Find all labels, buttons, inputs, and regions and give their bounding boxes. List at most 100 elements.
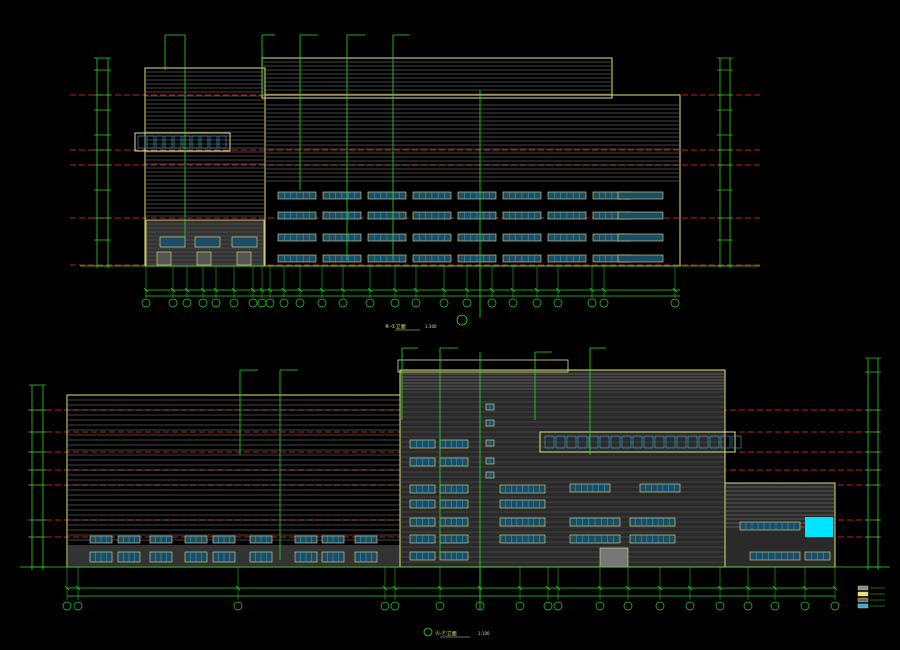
- axis-bubble: [599, 298, 609, 308]
- axis-bubble: [670, 298, 680, 308]
- window: [439, 517, 469, 527]
- dim-tick: [555, 585, 561, 591]
- canopy-pane: [544, 435, 555, 449]
- axis-bubble: [338, 298, 348, 308]
- canopy-pane: [577, 435, 588, 449]
- bottom-elevation-caption: Ⓐ-Ⓕ立面 1:100: [423, 627, 490, 638]
- window: [194, 236, 221, 248]
- axis-bubble: [265, 298, 275, 308]
- dim-tick: [745, 585, 751, 591]
- dim-tick: [489, 287, 495, 293]
- axis-bubble: [380, 601, 390, 611]
- canopy-pane: [632, 435, 643, 449]
- axis-bubble: [508, 298, 518, 308]
- bottom-canopy-windows: [544, 435, 742, 449]
- dim-tick: [143, 287, 149, 293]
- canopy-pane: [164, 135, 173, 149]
- dim-tick: [75, 585, 81, 591]
- top-siding-stripes: [146, 61, 679, 217]
- axis-bubble: [317, 298, 327, 308]
- axis-bubble: [439, 298, 449, 308]
- axis-bubble: [233, 601, 243, 611]
- dim-tick: [213, 287, 219, 293]
- dim-tick: [235, 585, 241, 591]
- axis-bubble: [168, 298, 178, 308]
- dim-tick: [413, 287, 419, 293]
- top-elevation-caption: ⑥-①立面 1:100: [385, 314, 468, 331]
- window: [439, 534, 469, 544]
- top-window-rows: [156, 191, 664, 266]
- axis-bubble: [198, 298, 208, 308]
- legend-swatch: [857, 603, 869, 609]
- dim-tick: [170, 287, 176, 293]
- axis-bubble: [487, 298, 497, 308]
- window: [439, 439, 469, 449]
- dim-tick: [832, 585, 838, 591]
- door: [196, 251, 212, 266]
- bottom-brick-tower-outline: [399, 369, 726, 568]
- window: [159, 236, 186, 248]
- axis-bubble: [475, 601, 485, 611]
- axis-bubble: [532, 298, 542, 308]
- window: [231, 236, 258, 248]
- window: [617, 254, 664, 263]
- axis-bubble: [743, 601, 753, 611]
- dim-tick: [601, 287, 607, 293]
- axis-bubble: [279, 298, 289, 308]
- dim-tick: [657, 585, 663, 591]
- door: [236, 251, 252, 266]
- axis-bubble: [830, 601, 840, 611]
- dim-tick: [367, 287, 373, 293]
- axis-bubble: [435, 601, 445, 611]
- canopy-pane: [621, 435, 632, 449]
- axis-bubble: [553, 298, 563, 308]
- dim-tick: [517, 585, 523, 591]
- dim-tick: [64, 585, 70, 591]
- canopy-pane: [654, 435, 665, 449]
- dim-tick: [477, 585, 483, 591]
- dim-tick: [510, 287, 516, 293]
- axis-bubble: [587, 298, 597, 308]
- bottom-axis-bubbles: [62, 567, 840, 611]
- canopy-pane: [720, 435, 731, 449]
- axis-bubble: [462, 298, 472, 308]
- top-leader-lines: [164, 34, 481, 318]
- legend-swatch: [857, 591, 869, 597]
- dim-tick: [772, 585, 778, 591]
- dim-tick: [555, 287, 561, 293]
- dim-tick: [184, 287, 190, 293]
- canopy-pane: [610, 435, 621, 449]
- canopy-pane: [731, 435, 742, 449]
- axis-bubble: [685, 601, 695, 611]
- canopy-pane: [146, 135, 155, 149]
- axis-bubble: [543, 601, 553, 611]
- dim-tick: [392, 585, 398, 591]
- dim-tick: [259, 287, 265, 293]
- top-small-canopy: [134, 132, 231, 152]
- axis-bubble: [390, 601, 400, 611]
- dim-tick: [802, 585, 808, 591]
- canopy-pane: [665, 435, 676, 449]
- door: [156, 251, 172, 266]
- canopy-pane: [643, 435, 654, 449]
- legend-swatch: [857, 585, 869, 591]
- bottom-dimension-ticks: [29, 357, 881, 568]
- window: [439, 484, 469, 494]
- bottom-canopy: [539, 431, 736, 453]
- axis-bubble: [390, 298, 400, 308]
- bottom-entrance-door: [599, 547, 629, 568]
- dim-tick: [464, 287, 470, 293]
- material-legend: [857, 585, 885, 609]
- canopy-pane: [555, 435, 566, 449]
- dim-tick: [340, 287, 346, 293]
- window: [439, 551, 469, 561]
- top-caption-text: ⑥-①立面: [385, 323, 406, 330]
- dim-tick: [437, 585, 443, 591]
- axis-bubble: [248, 298, 258, 308]
- axis-bubble: [295, 298, 305, 308]
- bottom-siding-stripes: [68, 399, 404, 541]
- dim-tick: [231, 287, 237, 293]
- dim-tick: [281, 287, 287, 293]
- dim-tick: [687, 585, 693, 591]
